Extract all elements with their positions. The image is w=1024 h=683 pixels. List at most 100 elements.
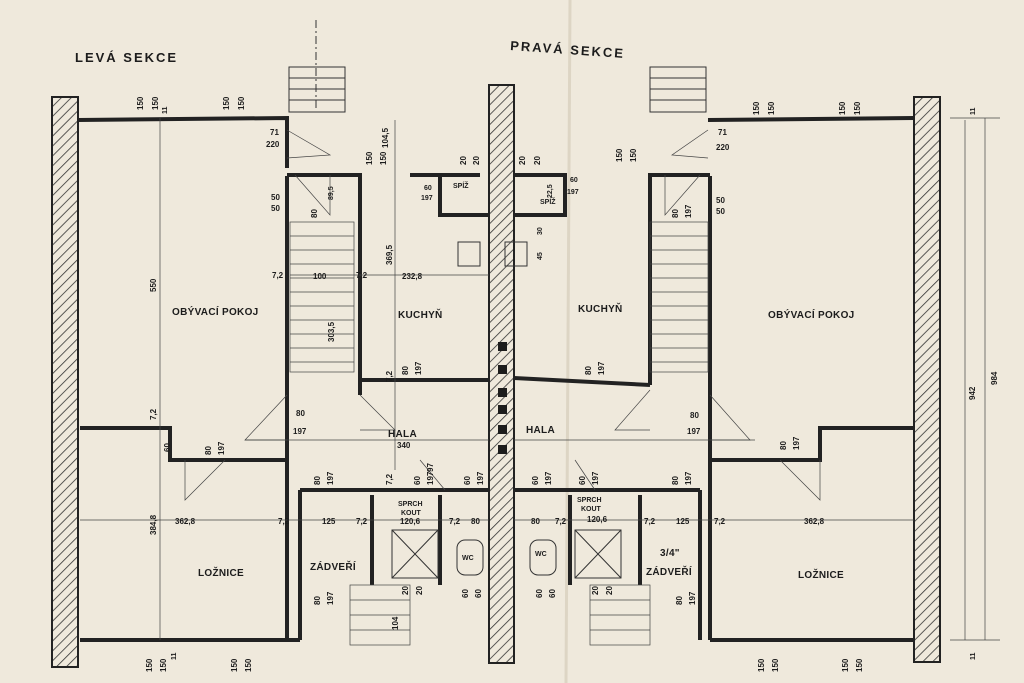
dim-80-loz-left: 80 — [204, 446, 213, 455]
dim-232-8: 232,8 — [402, 272, 423, 281]
dim-97: 97 — [426, 463, 435, 472]
chimney-flues — [498, 342, 507, 454]
room-label-sprch-left-1: SPRCH — [398, 501, 423, 508]
dim-20-b1: 20 — [401, 586, 410, 595]
dim-384-8: 384,8 — [149, 514, 158, 535]
dim-80-w4: 80 — [471, 517, 480, 526]
room-label-loznice-left: LOŽNICE — [198, 566, 244, 579]
dim-120-6-right: 120,6 — [587, 515, 608, 524]
room-label-obyvaci-right: OBÝVACÍ POKOJ — [768, 308, 855, 321]
dim-bottom-150-d: 150 — [244, 658, 253, 672]
dim-80-b1: 80 — [313, 596, 322, 605]
dim-197-z1b: 197 — [426, 471, 435, 485]
dim-7-2-w8: 7,2 — [714, 517, 726, 526]
dim-104-5: 104,5 — [381, 127, 390, 148]
room-label-kuchyn-left: KUCHYŇ — [398, 308, 443, 321]
dim-120-6-left: 120,6 — [400, 517, 421, 526]
dim-20-b4: 20 — [605, 586, 614, 595]
dim-3-4: 3/4" — [660, 548, 680, 559]
dim-942: 942 — [968, 386, 977, 400]
dim-150-mid-c: 150 — [615, 148, 624, 162]
room-label-zadveri-right: ZÁDVEŘÍ — [646, 565, 692, 578]
dim-80-b5: 80 — [675, 596, 684, 605]
dim-550: 550 — [149, 278, 158, 292]
paper-fold — [564, 0, 572, 683]
dim-7-2-mid: 7,2 — [356, 271, 368, 280]
dim-bottom-150-f: 150 — [771, 658, 780, 672]
dim-bottom-11-a: 11 — [171, 652, 178, 660]
dim-60-loz-left: 60 — [163, 443, 172, 452]
dim-197-loz-right: 197 — [792, 436, 801, 450]
room-label-hala-left: HALA — [388, 429, 417, 440]
dim-80-hall-b: 80 — [584, 366, 593, 375]
dim-20-a: 20 — [459, 156, 468, 165]
room-label-obyvaci-left: OBÝVACÍ POKOJ — [172, 305, 259, 318]
dim-80-loz-right: 80 — [779, 441, 788, 450]
dim-100: 100 — [313, 272, 327, 281]
dim-22-5: 22,5 — [547, 184, 554, 198]
dim-150-mid-a: 150 — [365, 151, 374, 165]
room-label-wc-left: WC — [462, 555, 474, 562]
dim-7-2-hall: 7,2 — [385, 370, 394, 382]
dim-7-2-z1: 7,2 — [385, 473, 394, 485]
dim-60-b1: 60 — [461, 589, 470, 598]
right-section-title: PRAVÁ SEKCE — [510, 38, 626, 61]
dim-80-z1: 80 — [313, 476, 322, 485]
dim-80-stair-right: 80 — [671, 209, 680, 218]
dim-197-b5: 197 — [688, 591, 697, 605]
dim-80-hall-d: 80 — [690, 411, 699, 420]
dim-197-spiz-left: 197 — [421, 195, 433, 202]
dim-197-z4: 197 — [591, 471, 600, 485]
room-label-zadveri-left: ZÁDVEŘÍ — [310, 560, 356, 573]
dim-197-spiz-right: 197 — [567, 189, 579, 196]
dim-50-right-a: 50 — [716, 196, 725, 205]
dim-197-hall-b: 197 — [597, 361, 606, 375]
dim-7-2-w6: 7,2 — [555, 517, 567, 526]
dim-bottom-150-g: 150 — [841, 658, 850, 672]
dim-125-right: 125 — [676, 517, 690, 526]
dim-20-d: 20 — [533, 156, 542, 165]
dim-45: 45 — [537, 252, 544, 260]
dim-125-left: 125 — [322, 517, 336, 526]
dim-top-150-h: 150 — [853, 101, 862, 115]
dim-71-left: 71 — [270, 128, 279, 137]
left-section-walls — [77, 115, 489, 642]
dim-197-hall-a: 197 — [414, 361, 423, 375]
dim-984: 984 — [990, 371, 999, 385]
dim-top-11-a: 11 — [162, 106, 169, 114]
dim-80-stair-left: 80 — [310, 209, 319, 218]
dim-80-hall-c: 80 — [296, 409, 305, 418]
dim-20-c: 20 — [518, 156, 527, 165]
dim-197-b1: 197 — [326, 591, 335, 605]
dim-20-b3: 20 — [591, 586, 600, 595]
dim-bottom-11-b: 11 — [970, 652, 977, 660]
dim-80-hall-a: 80 — [401, 366, 410, 375]
outer-wall-left — [51, 96, 79, 668]
dim-220-left: 220 — [266, 140, 280, 149]
room-label-sprch-left-2: KOUT — [401, 510, 422, 517]
dim-60-z1: 60 — [413, 476, 422, 485]
dim-20-b2: 20 — [415, 586, 424, 595]
dim-60-b3: 60 — [535, 589, 544, 598]
staircases — [289, 221, 709, 646]
room-label-sprch-right-1: SPRCH — [577, 497, 602, 504]
dim-197-hall-d: 197 — [687, 427, 701, 436]
room-label-kuchyn-right: KUCHYŇ — [578, 302, 623, 315]
dim-60-b4: 60 — [548, 589, 557, 598]
dim-50-left-b: 50 — [271, 204, 280, 213]
dim-top-150-b: 150 — [151, 96, 160, 110]
dim-362-8-left: 362,8 — [175, 517, 196, 526]
dim-220-right: 220 — [716, 143, 730, 152]
dim-top-11-b: 11 — [970, 107, 977, 115]
dim-top-150-e: 150 — [752, 101, 761, 115]
dim-80-w5: 80 — [531, 517, 540, 526]
entry-steps — [288, 20, 707, 113]
room-label-sprch-right-2: KOUT — [581, 506, 602, 513]
sanitary-fixtures — [391, 241, 622, 579]
dim-7-2-loz-left: 7,2 — [149, 408, 158, 420]
dim-top-150-g: 150 — [838, 101, 847, 115]
dim-bottom-150-c: 150 — [230, 658, 239, 672]
right-section-walls — [513, 116, 915, 642]
dim-bottom-150-b: 150 — [159, 658, 168, 672]
